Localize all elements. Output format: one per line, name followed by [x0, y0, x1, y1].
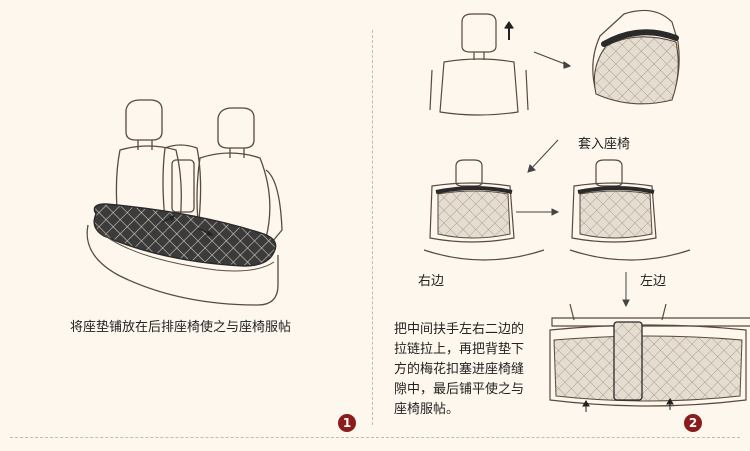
panel-divider: [372, 30, 373, 425]
step-2-panel: 套入座椅 右边 左边 把中间扶手左右二边的 拉链拉上，再把背垫下 方的梅花扣塞进…: [374, 0, 750, 451]
label-left-side: 左边: [640, 274, 667, 289]
bottom-cover: [553, 335, 743, 402]
middle-right-cover: [579, 190, 653, 239]
step-1-badge: 1: [338, 414, 356, 432]
caption-line: 把中间扶手左右二边的: [394, 322, 525, 337]
bottom-divider: [10, 437, 740, 438]
caption-line: 拉链拉上，再把背垫下: [394, 342, 525, 357]
caption-line: 隙中，最后铺平使之与: [394, 382, 525, 397]
rear-seat-illustration: [86, 99, 283, 306]
step-2-caption: 把中间扶手左右二边的 拉链拉上，再把背垫下 方的梅花扣塞进座椅缝 隙中，最后铺平…: [394, 320, 554, 420]
label-right-side: 右边: [418, 274, 445, 289]
center-armrest: [613, 321, 643, 401]
seat-cushion-pad: [93, 203, 277, 272]
caption-line: 座椅服帖。: [394, 402, 460, 417]
step-1-panel: 将座垫铺放在后排座椅使之与座椅服帖 1: [0, 0, 372, 451]
step-1-caption: 将座垫铺放在后排座椅使之与座椅服帖: [70, 320, 292, 335]
step-2-badge: 2: [684, 414, 702, 432]
caption-line: 方的梅花扣塞进座椅缝: [394, 362, 525, 377]
middle-left-cover: [437, 190, 511, 239]
label-insert-seat: 套入座椅: [578, 137, 631, 152]
seat-cover-install-illustration: [423, 9, 750, 412]
top-right-cover: [593, 36, 679, 105]
